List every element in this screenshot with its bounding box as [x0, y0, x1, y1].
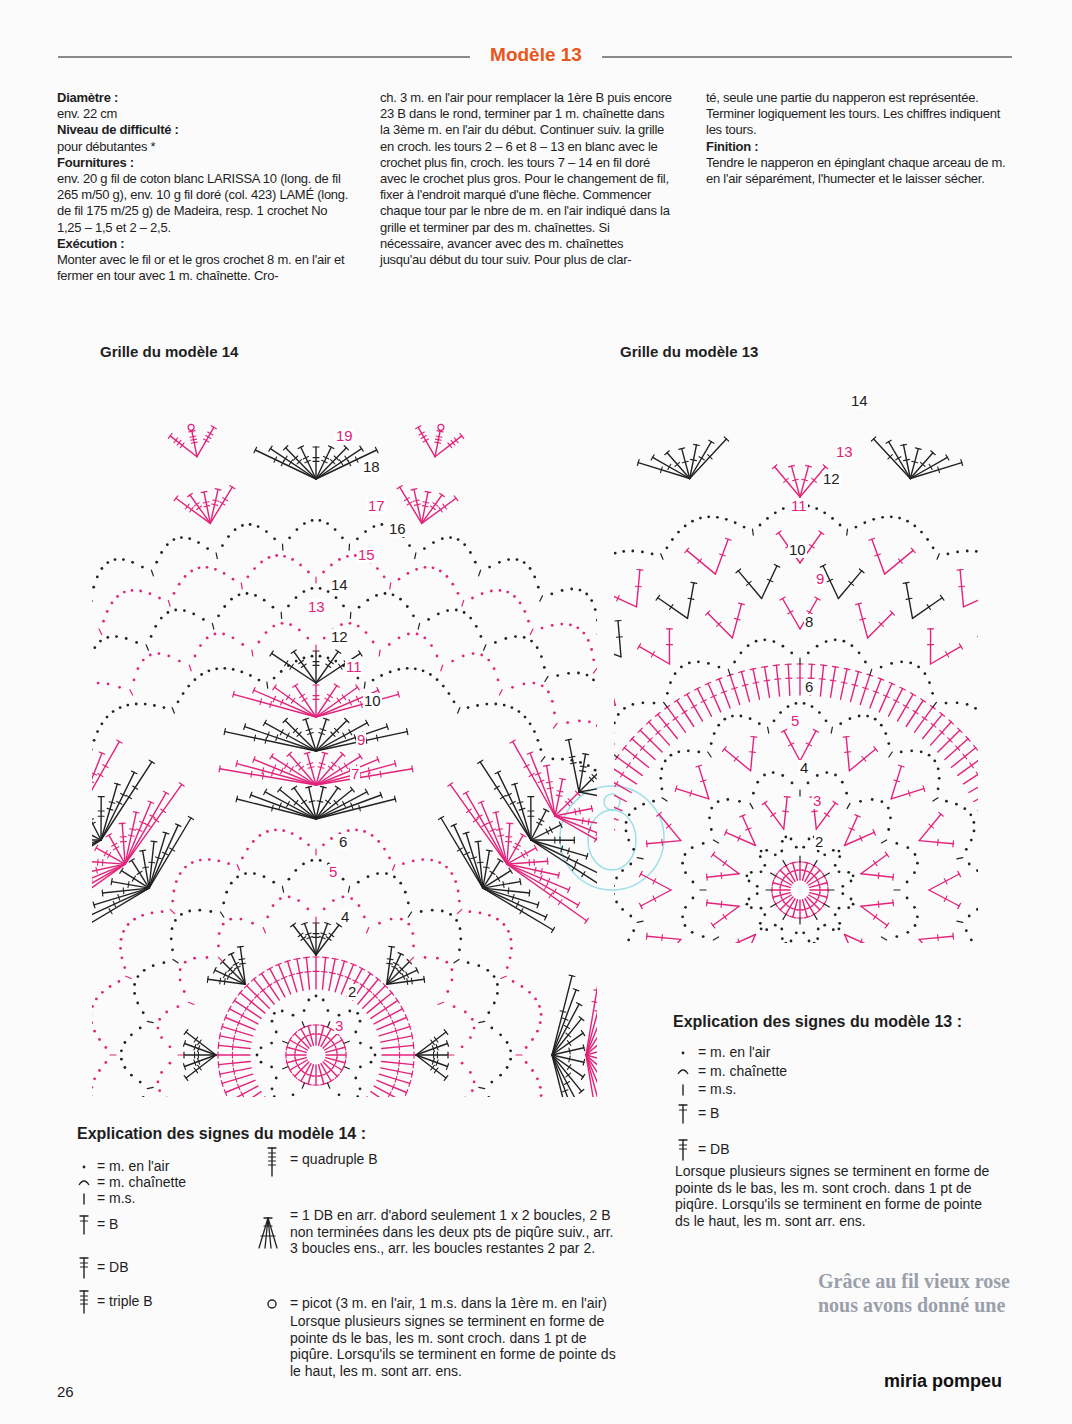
round-number: 3 — [334, 1018, 344, 1034]
section-heading: Diamètre : — [57, 90, 349, 106]
round-number: 7 — [350, 766, 360, 782]
stitch-symbol — [84, 1194, 85, 1204]
stitch-symbol — [259, 1218, 277, 1248]
round-number: 12 — [330, 629, 349, 645]
body-text: ch. 3 m. en l'air pour remplacer la 1ère… — [380, 90, 672, 268]
round-number: 6 — [804, 679, 814, 695]
section-heading: Niveau de difficulté : — [57, 122, 349, 138]
body-text: Monter avec le fil or et le gros crochet… — [57, 252, 349, 284]
legend-text: = m. chaînette — [698, 1063, 787, 1080]
text-column: Diamètre :env. 22 cmNiveau de difficulté… — [57, 90, 349, 284]
legend-text: = B — [698, 1105, 719, 1122]
round-number: 12 — [822, 471, 841, 487]
round-number: 16 — [388, 521, 407, 537]
section-heading: Exécution : — [57, 236, 349, 252]
stitch-symbol — [683, 1085, 684, 1095]
stitch-symbol — [678, 1070, 688, 1074]
legend-text: = 1 DB en arr. d'abord seulement 1 x 2 b… — [290, 1207, 620, 1257]
legend-text: = picot (3 m. en l'air, 1 m.s. dans la 1… — [290, 1295, 607, 1312]
legend-text: = m. chaînette — [97, 1174, 186, 1191]
legend-text: = B — [97, 1216, 118, 1233]
stitch-symbol — [268, 1148, 276, 1176]
round-number: 13 — [835, 444, 854, 460]
section-heading: Finition : — [706, 139, 1011, 155]
chart-model-14 — [92, 424, 597, 1097]
legend-heading: Explication des signes du modèle 13 : — [673, 1013, 962, 1031]
legend-heading: Explication des signes du modèle 14 : — [77, 1125, 366, 1143]
stitch-symbol — [79, 1181, 89, 1185]
stitch-symbol — [268, 1300, 276, 1308]
legend-text: = DB — [97, 1259, 129, 1276]
chart-model-13 — [614, 437, 978, 943]
round-number: 11 — [345, 659, 363, 675]
watermark: miria pompeu — [884, 1371, 1002, 1392]
body-text: pour débutantes * — [57, 139, 349, 155]
stitch-symbol — [83, 1166, 86, 1169]
round-number: 3 — [812, 793, 822, 809]
legend-note: Lorsque plusieurs signes se terminent en… — [675, 1163, 997, 1229]
faded-text: nous avons donné une — [818, 1294, 1005, 1317]
round-number: 13 — [307, 599, 326, 615]
stitch-symbol — [80, 1216, 88, 1234]
legend-text: = quadruple B — [290, 1151, 378, 1168]
round-number: 14 — [330, 577, 349, 593]
stitch-symbol — [80, 1258, 88, 1278]
page-number: 26 — [57, 1383, 74, 1400]
round-number: 9 — [815, 571, 825, 587]
round-number: 4 — [340, 909, 350, 925]
round-number: 19 — [335, 428, 354, 444]
chart-title: Grille du modèle 14 — [100, 343, 238, 360]
round-number: 6 — [338, 834, 348, 850]
round-number: 17 — [367, 498, 386, 514]
header-rule — [58, 56, 470, 58]
round-number: 10 — [363, 693, 382, 709]
text-column: té, seule une partie du napperon est rep… — [706, 90, 1011, 187]
round-number: 2 — [814, 834, 824, 850]
legend-text: = m. en l'air — [97, 1158, 169, 1175]
legend-text: = m.s. — [698, 1081, 737, 1098]
chart-title: Grille du modèle 13 — [620, 343, 758, 360]
round-number: 8 — [804, 614, 814, 630]
body-text: té, seule une partie du napperon est rep… — [706, 90, 1011, 139]
stitch-symbol — [679, 1105, 687, 1123]
stitch-symbol — [679, 1140, 687, 1160]
legend-text: = DB — [698, 1141, 730, 1158]
legend-text: = m.s. — [97, 1190, 136, 1207]
stitch-symbol — [682, 1052, 685, 1055]
round-number: 18 — [362, 459, 381, 475]
body-text: env. 20 g fil de coton blanc LARISSA 10 … — [57, 171, 349, 236]
round-number: 2 — [347, 984, 357, 1000]
legend-note: Lorsque plusieurs signes se terminent en… — [290, 1313, 620, 1379]
body-text: env. 22 cm — [57, 106, 349, 122]
round-number: 14 — [850, 393, 869, 409]
body-text: Tendre le napperon en épinglant chaque a… — [706, 155, 1011, 187]
round-number: 10 — [788, 542, 807, 558]
legend-text: = m. en l'air — [698, 1044, 770, 1061]
page-title: Modèle 13 — [476, 43, 596, 67]
round-number: 4 — [799, 760, 809, 776]
round-number: 5 — [328, 864, 338, 880]
turtle-stamp — [560, 786, 664, 890]
text-column: ch. 3 m. en l'air pour remplacer la 1ère… — [380, 90, 672, 268]
stitch-symbol — [80, 1291, 88, 1313]
section-heading: Fournitures : — [57, 155, 349, 171]
faded-text: Grâce au fil vieux rose — [818, 1270, 1010, 1293]
round-number: 9 — [356, 732, 366, 748]
legend-text: = triple B — [97, 1293, 153, 1310]
round-number: 11 — [790, 498, 808, 514]
round-number: 5 — [790, 713, 800, 729]
round-number: 15 — [357, 547, 376, 563]
header-rule — [602, 56, 1012, 58]
